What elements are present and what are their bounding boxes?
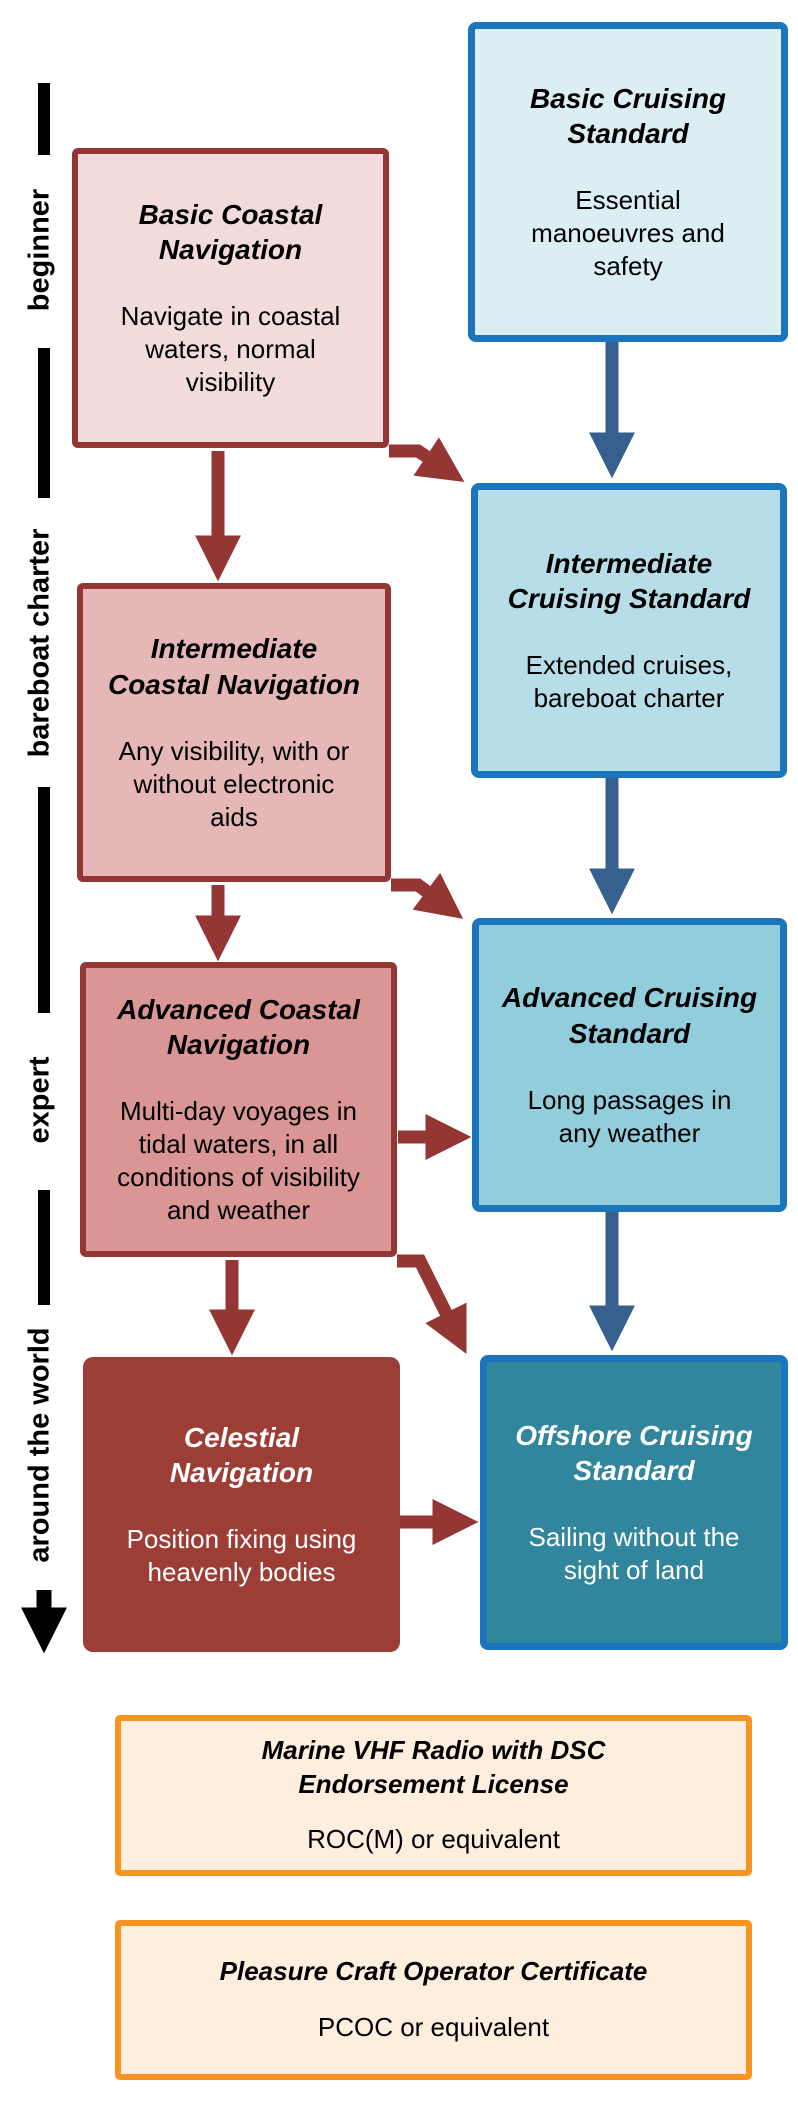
axis-label-expert: expert	[23, 1056, 56, 1144]
axis-label-beginner: beginner	[23, 188, 56, 312]
box-description: Multi-day voyages in tidal waters, in al…	[117, 1096, 360, 1226]
box-title: Advanced Coastal Navigation	[117, 993, 360, 1061]
box-description: Position fixing using heavenly bodies	[126, 1524, 357, 1588]
box-title: Basic Cruising Standard	[529, 82, 727, 150]
box-title: Intermediate Coastal Navigation	[107, 633, 361, 700]
axis-bar-world	[38, 1190, 50, 1305]
box-description: Long passages in any weather	[527, 1084, 732, 1148]
axis-bar-beginner	[38, 83, 50, 155]
arrow-intermediate-coastal-to-advanced-cruising	[391, 872, 464, 919]
box-description: Extended cruises, bareboat charter	[525, 650, 733, 714]
arrow-advanced-coastal-to-offshore-cruising	[397, 1254, 467, 1355]
box-description: Sailing without the sight of land	[528, 1522, 740, 1586]
box-basic-cruising-standard: Basic Cruising Standard Essential manoeu…	[468, 22, 788, 342]
box-description: PCOC or equivalent	[317, 2012, 550, 2042]
box-description: Essential manoeuvres and safety	[531, 185, 725, 282]
box-celestial-navigation: Celestial Navigation Position fixing usi…	[83, 1357, 400, 1652]
box-basic-coastal-navigation: Basic Coastal Navigation Navigate in coa…	[72, 148, 389, 448]
box-description: Any visibility, with or without electron…	[118, 735, 350, 832]
box-intermediate-coastal-navigation: Intermediate Coastal Navigation Any visi…	[77, 583, 391, 882]
arrow-basic-coastal-to-intermediate-cruising	[389, 437, 465, 482]
axis-label-around-the-world: around the world	[23, 1327, 56, 1563]
box-advanced-coastal-navigation: Advanced Coastal Navigation Multi-day vo…	[80, 962, 397, 1257]
box-offshore-cruising-standard: Offshore Cruising Standard Sailing witho…	[480, 1355, 788, 1650]
box-description: ROC(M) or equivalent	[307, 1824, 560, 1855]
box-marine-vhf-radio-license: Marine VHF Radio with DSC Endorsement Li…	[115, 1715, 752, 1876]
box-pleasure-craft-operator-certificate: Pleasure Craft Operator Certificate PCOC…	[115, 1920, 752, 2080]
axis-label-bareboat-charter: bareboat charter	[23, 528, 56, 758]
axis-bar-bareboat	[38, 348, 50, 498]
box-title: Offshore Cruising Standard	[515, 1419, 753, 1487]
box-title: Pleasure Craft Operator Certificate	[219, 1956, 648, 1987]
box-title: Advanced Cruising Standard	[501, 982, 758, 1049]
box-intermediate-cruising-standard: Intermediate Cruising Standard Extended …	[471, 483, 787, 778]
box-description: Navigate in coastal waters, normal visib…	[120, 301, 341, 398]
box-advanced-cruising-standard: Advanced Cruising Standard Long passages…	[472, 918, 787, 1212]
box-title: Celestial Navigation	[169, 1421, 314, 1489]
box-title: Intermediate Cruising Standard	[507, 547, 751, 615]
box-title: Basic Coastal Navigation	[138, 198, 323, 266]
axis-bar-expert	[38, 787, 50, 1013]
box-title: Marine VHF Radio with DSC Endorsement Li…	[261, 1734, 606, 1799]
